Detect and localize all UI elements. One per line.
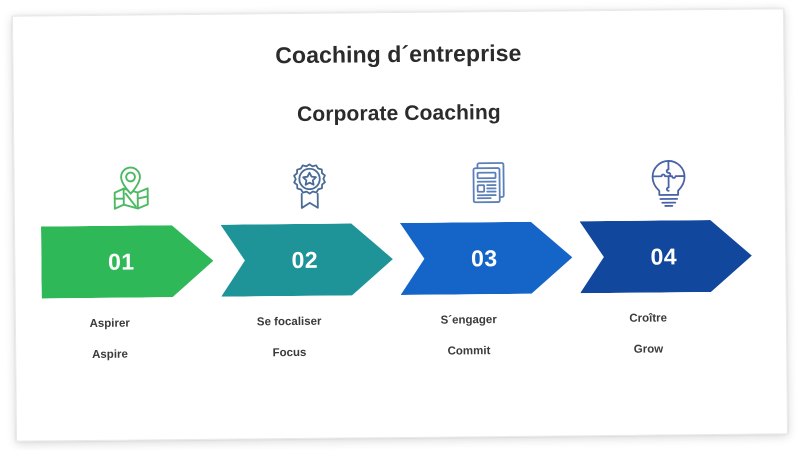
slide-title-english: Corporate Coaching: [296, 100, 501, 126]
step-4-label-french: Croître: [629, 312, 668, 325]
step-3-labels: S´engager Commit: [379, 313, 559, 359]
map-location-pin-icon: [104, 155, 157, 221]
step-1-labels: Aspirer Aspire: [20, 317, 200, 363]
step-number-4: 04: [650, 242, 678, 270]
chevron-4-wrap: 04: [579, 220, 759, 294]
award-badge-star-icon: [284, 154, 337, 220]
process-step-4[interactable]: 04 Croître Grow: [579, 150, 760, 358]
chevron-1-wrap: 01: [41, 225, 221, 299]
slide-card: Coaching d´entreprise Corporate Coaching: [11, 8, 789, 442]
step-number-1: 01: [107, 248, 135, 275]
step-1-label-french: Aspirer: [89, 317, 130, 330]
process-step-2[interactable]: 02 Se focaliser Focus: [220, 153, 401, 361]
chevron-step-1[interactable]: 01: [41, 225, 214, 299]
step-4-label-english: Grow: [633, 343, 664, 356]
slide-title-french: Coaching d´entreprise: [275, 39, 522, 69]
step-4-labels: Croître Grow: [558, 312, 738, 358]
step-2-label-french: Se focaliser: [256, 315, 322, 329]
process-steps: 01 Aspirer Aspire: [40, 150, 760, 363]
chevron-step-4[interactable]: 04: [579, 220, 752, 294]
documents-stack-icon: [463, 152, 516, 218]
process-step-1[interactable]: 01 Aspirer Aspire: [40, 155, 221, 363]
slide-titles: Coaching d´entreprise Corporate Coaching: [13, 37, 784, 129]
process-step-3[interactable]: 03 S´engager Commit: [399, 151, 580, 359]
step-number-3: 03: [470, 244, 498, 271]
step-3-label-english: Commit: [447, 344, 491, 358]
step-1-label-english: Aspire: [92, 348, 128, 361]
step-number-2: 02: [291, 246, 319, 273]
step-3-label-french: S´engager: [440, 314, 497, 327]
chevron-3-wrap: 03: [400, 221, 580, 295]
step-2-labels: Se focaliser Focus: [199, 315, 379, 361]
lightbulb-puzzle-icon: [643, 150, 696, 216]
chevron-step-2[interactable]: 02: [220, 223, 393, 297]
chevron-2-wrap: 02: [220, 223, 400, 297]
chevron-step-3[interactable]: 03: [400, 221, 573, 295]
step-2-label-english: Focus: [272, 346, 307, 360]
